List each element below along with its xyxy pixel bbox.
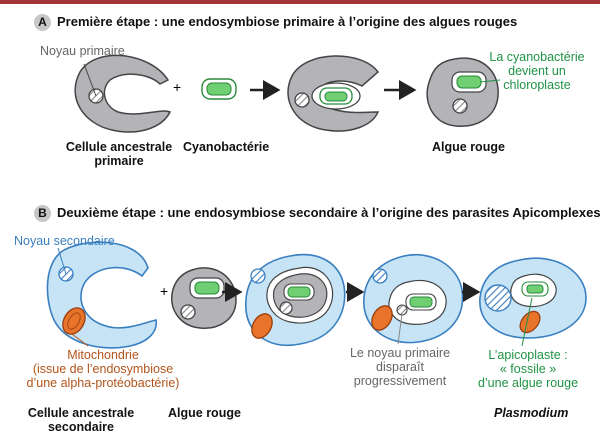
label-chloroplast: La cyanobactérie devient un chloroplaste <box>489 50 585 92</box>
nucleus-disappearing-leader <box>397 313 403 345</box>
label-mitochondrion: Mitochondrie (issue de l’endosymbiose d’… <box>26 348 180 390</box>
secondary-engulfing-cell <box>245 253 346 346</box>
section-b-title: Deuxième étape : une endosymbiose second… <box>57 205 600 220</box>
plasmodium-cell <box>479 257 587 339</box>
label-primary-ancestral-cell: Cellule ancestrale primaire <box>65 140 173 168</box>
primary-nucleus-leader <box>83 63 97 97</box>
secondary-ancestral-cell <box>46 241 157 349</box>
label-secondary-nucleus: Noyau secondaire <box>14 234 115 248</box>
primary-ancestral-cell <box>74 54 172 133</box>
label-secondary-ancestral-cell: Cellule ancestrale secondaire <box>27 406 135 434</box>
cyanobacterium <box>201 78 237 100</box>
cell-nucleus-disappearing <box>363 254 464 344</box>
label-red-alga-a: Algue rouge <box>432 140 505 154</box>
section-a-badge: A <box>34 14 51 31</box>
label-red-alga-b: Algue rouge <box>168 406 241 420</box>
red-alga <box>426 57 499 127</box>
mitochondrion-icon <box>62 307 86 335</box>
label-plasmodium: Plasmodium <box>494 406 569 420</box>
plus-sign-b: + <box>160 283 169 299</box>
top-accent-bar <box>0 0 600 4</box>
mitochondrion-leader <box>71 333 89 347</box>
label-apicoplast: L’apicoplaste : « fossile » d’une algue … <box>477 348 579 390</box>
apicoplast-leader <box>521 297 533 347</box>
red-alga-b <box>171 267 237 329</box>
section-b-badge: B <box>34 205 51 222</box>
label-cyanobacterium: Cyanobactérie <box>183 140 270 154</box>
secondary-nucleus-leader <box>57 247 67 275</box>
label-nucleus-disappearing: Le noyau primaire disparaît progressivem… <box>349 346 451 388</box>
section-a-title: Première étape : une endosymbiose primai… <box>57 14 518 29</box>
chloroplast-leader <box>479 79 501 83</box>
engulfing-cell <box>287 55 380 132</box>
plus-sign-a: + <box>173 79 182 95</box>
label-primary-nucleus: Noyau primaire <box>40 44 125 58</box>
